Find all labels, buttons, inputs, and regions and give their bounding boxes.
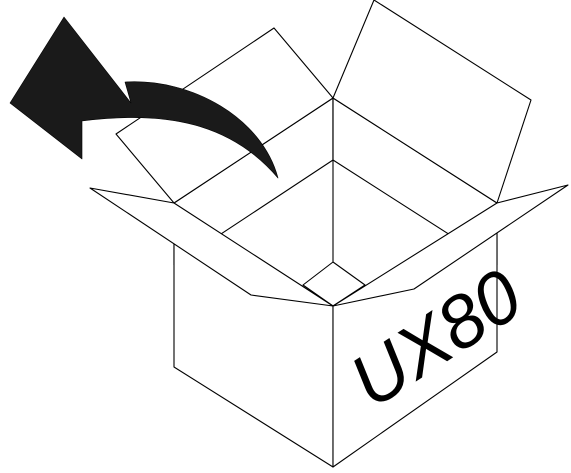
box-back-right-flap	[332, 0, 532, 204]
box-front-right-flap	[332, 184, 569, 307]
curved-arrow-left-icon	[9, 16, 279, 179]
box-front-flaps	[89, 184, 569, 307]
